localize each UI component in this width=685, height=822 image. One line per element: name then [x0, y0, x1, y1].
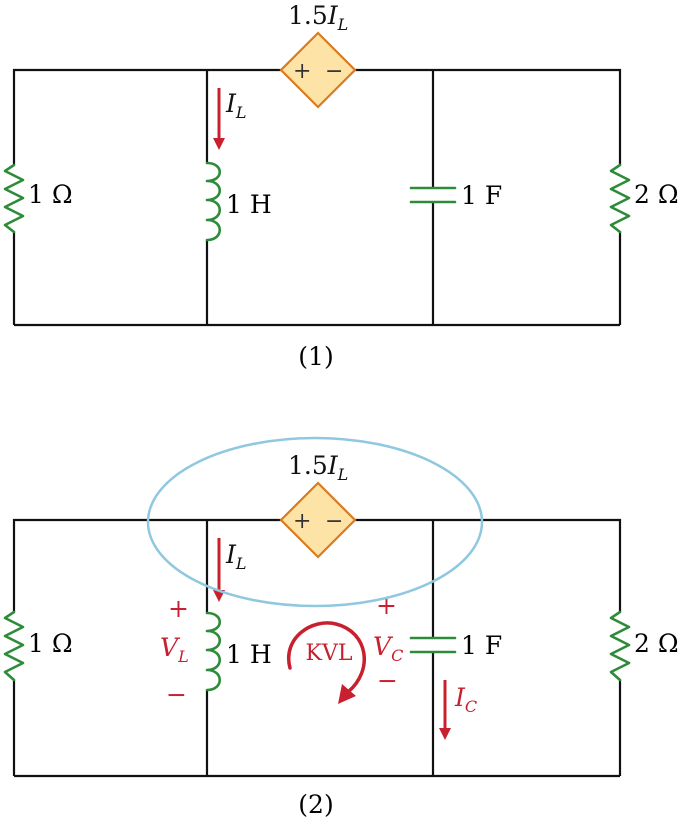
capacitor-1f: [409, 636, 457, 654]
kvl-loop-arrow: [286, 621, 366, 694]
dependent-voltage-source: [279, 31, 357, 109]
resistor-2ohm-label: 2 Ω: [634, 629, 679, 658]
resistor-2ohm: [609, 610, 631, 682]
current-label-il: IL: [225, 540, 247, 573]
resistor-1ohm-label: 1 Ω: [28, 629, 73, 658]
kvl-label: KVL: [306, 641, 353, 666]
inductor-1h: [205, 161, 222, 242]
vl-minus: −: [166, 680, 187, 709]
source-label: 1.5IL: [288, 1, 348, 34]
capacitor-1f: [409, 186, 457, 204]
current-label-ic: IC: [454, 683, 477, 716]
source-minus: −: [325, 509, 343, 534]
vc-label: VC: [373, 632, 403, 665]
highlight-ellipse: [146, 436, 484, 608]
capacitor-1f-label: 1 F: [461, 631, 502, 660]
resistor-2ohm-label: 2 Ω: [634, 180, 679, 209]
resistor-1ohm: [3, 610, 25, 682]
vl-plus: +: [168, 594, 189, 623]
caption-1: (1): [298, 342, 333, 371]
vl-label: VL: [160, 633, 189, 666]
resistor-2ohm: [609, 163, 631, 234]
circuit-2: 1 Ω 1 H IL + VL − 1 F + VC − IC: [3, 436, 679, 819]
inductor-1h-label: 1 H: [226, 640, 272, 669]
resistor-1ohm: [3, 163, 25, 234]
vc-minus: −: [377, 666, 398, 695]
wires: [12, 518, 622, 778]
inductor-1h: [205, 611, 222, 692]
wires: [12, 68, 622, 327]
kvl-arrowhead: [338, 684, 356, 704]
current-label-il: IL: [225, 89, 247, 122]
circuit-1: 1 Ω 1 H IL 1 F 2 Ω + − 1.5IL (1): [3, 1, 679, 371]
caption-2: (2): [298, 790, 333, 819]
resistor-1ohm-label: 1 Ω: [28, 180, 73, 209]
source-plus: +: [293, 509, 311, 534]
inductor-1h-label: 1 H: [226, 190, 272, 219]
dependent-voltage-source: [279, 481, 357, 559]
capacitor-1f-label: 1 F: [461, 181, 502, 210]
source-plus: +: [293, 59, 311, 84]
source-label: 1.5IL: [288, 451, 348, 484]
source-minus: −: [325, 59, 343, 84]
